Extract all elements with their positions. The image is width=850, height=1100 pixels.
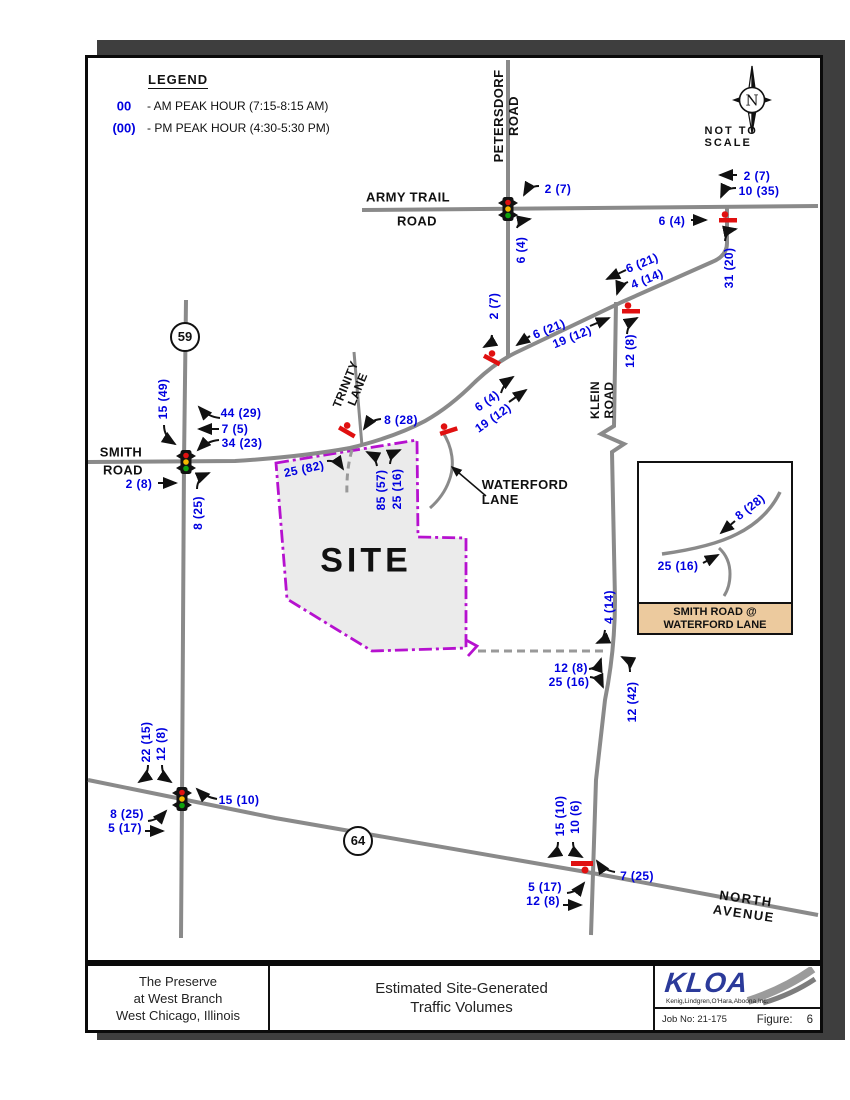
road-label-smith-2: ROAD bbox=[103, 462, 143, 478]
legend-am-label: - AM PEAK HOUR (7:15-8:15 AM) bbox=[147, 99, 329, 113]
turn-arrow bbox=[719, 519, 736, 535]
road-label-army-trail-2: ROAD bbox=[397, 213, 437, 229]
volume-label: 5 (17) bbox=[528, 880, 562, 894]
volume-label: 22 (15) bbox=[139, 721, 153, 763]
road-label-army-trail: ARMY TRAIL bbox=[366, 189, 450, 205]
inset-road-smith bbox=[661, 491, 782, 556]
volume-label: 12 (8) bbox=[154, 727, 168, 761]
turn-arrow bbox=[702, 554, 720, 567]
volume-label: 7 (25) bbox=[620, 869, 654, 883]
volume-label: 6 (4) bbox=[514, 236, 528, 264]
volume-label: 25 (16) bbox=[548, 675, 590, 689]
volume-label: 25 (16) bbox=[390, 468, 404, 510]
volume-label: 10 (6) bbox=[568, 800, 582, 834]
volume-label: 12 (8) bbox=[554, 661, 588, 675]
volume-label: 2 (7) bbox=[743, 169, 771, 183]
legend-title: LEGEND bbox=[148, 72, 209, 89]
legend-pm-label: - PM PEAK HOUR (4:30-5:30 PM) bbox=[147, 121, 330, 135]
inset-smith-waterford: SMITH ROAD @ WATERFORD LANE bbox=[637, 461, 793, 635]
route-59-shield: 59 bbox=[170, 322, 200, 352]
volume-label: 15 (10) bbox=[218, 793, 260, 807]
road-label-smith: SMITH bbox=[99, 444, 143, 460]
volume-label: 10 (35) bbox=[738, 184, 780, 198]
volume-label: 12 (42) bbox=[625, 681, 639, 723]
job-number: Job No: 21-175 bbox=[662, 1014, 727, 1025]
road-label-klein: KLEIN ROAD bbox=[588, 381, 616, 419]
kloa-logo: KLOA Kenig,Lindgren,O'Hara,Aboona,Inc. bbox=[663, 967, 817, 1007]
volume-label: 2 (8) bbox=[125, 477, 153, 491]
project-name: The Preserve at West Branch West Chicago… bbox=[88, 966, 270, 1030]
inset-drawing bbox=[661, 491, 782, 597]
volume-label: 2 (7) bbox=[487, 292, 501, 320]
volume-label: 15 (10) bbox=[553, 795, 567, 837]
volume-label: 5 (17) bbox=[108, 821, 142, 835]
site-label: SITE bbox=[320, 541, 412, 580]
volume-label: 15 (49) bbox=[156, 378, 170, 420]
not-to-scale-note: NOT TO SCALE bbox=[704, 125, 758, 149]
volume-label: 7 (5) bbox=[221, 422, 249, 436]
logo-text: KLOA bbox=[663, 967, 751, 998]
figure-number: Figure: 6 bbox=[756, 1013, 813, 1026]
volume-label: 12 (8) bbox=[526, 894, 560, 908]
volume-label: 8 (25) bbox=[110, 807, 144, 821]
volume-label: 85 (57) bbox=[374, 469, 388, 511]
volume-label: 12 (8) bbox=[623, 334, 637, 368]
volume-label: 4 (14) bbox=[602, 590, 616, 624]
legend-am-symbol: 00 bbox=[116, 98, 132, 114]
volume-label: 2 (7) bbox=[544, 182, 572, 196]
volume-label: 44 (29) bbox=[220, 406, 262, 420]
title-block: The Preserve at West Branch West Chicago… bbox=[85, 963, 823, 1033]
volume-label: 6 (4) bbox=[658, 214, 686, 228]
figure-title: Estimated Site-Generated Traffic Volumes bbox=[270, 966, 655, 1030]
inset-road-waterford bbox=[717, 546, 732, 597]
logo-road-swoosh-icon bbox=[746, 967, 817, 1006]
legend-pm-symbol: (00) bbox=[112, 120, 136, 136]
route-64-shield: 64 bbox=[343, 826, 373, 856]
volume-label: 8 (28) bbox=[384, 413, 418, 427]
firm-block: KLOA Kenig,Lindgren,O'Hara,Aboona,Inc. J… bbox=[655, 966, 820, 1030]
volume-label: 31 (20) bbox=[722, 247, 736, 289]
volume-label: 8 (25) bbox=[191, 496, 205, 530]
road-label-petersdorf: PETERSDORF ROAD bbox=[491, 69, 521, 163]
volume-label: 25 (16) bbox=[657, 559, 699, 573]
road-label-waterford-lane: WATERFORD LANE bbox=[481, 477, 569, 507]
inset-caption: SMITH ROAD @ WATERFORD LANE bbox=[639, 602, 791, 633]
logo-subtext: Kenig,Lindgren,O'Hara,Aboona,Inc. bbox=[666, 998, 769, 1005]
volume-label: 34 (23) bbox=[221, 436, 263, 450]
job-figure-row: Job No: 21-175 Figure: 6 bbox=[655, 1007, 820, 1030]
